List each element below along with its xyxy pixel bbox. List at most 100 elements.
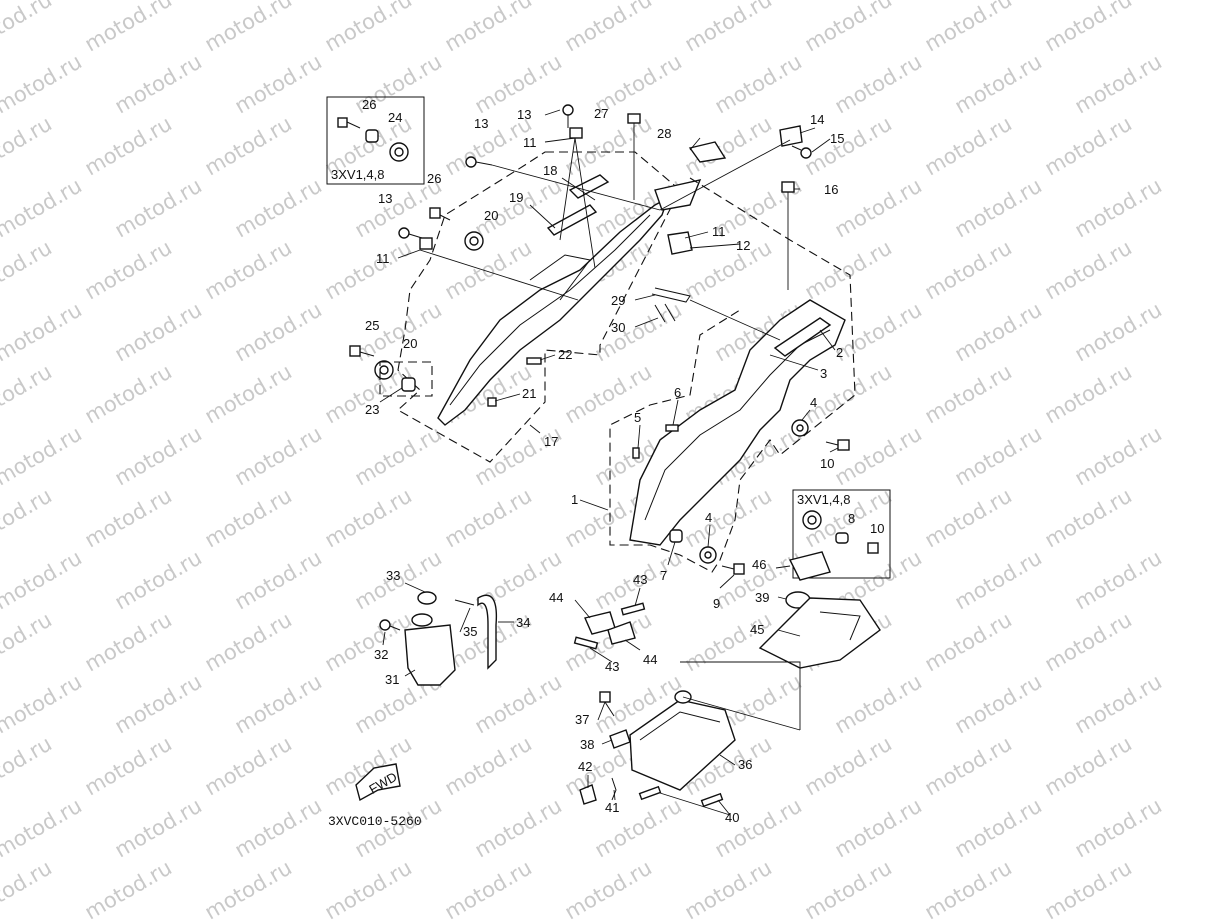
collar-23 — [401, 377, 416, 392]
callout-2: 2 — [836, 345, 843, 360]
screw-30 — [654, 303, 676, 323]
callout-43-bottom: 43 — [605, 659, 619, 674]
callout-11-left: 11 — [376, 251, 390, 266]
callout-27: 27 — [594, 106, 608, 121]
callout-15: 15 — [830, 131, 844, 146]
bolt-27 — [627, 113, 641, 200]
screw-32 — [379, 619, 401, 631]
callout-40: 40 — [725, 810, 739, 825]
reservoir-tank-31 — [404, 624, 456, 686]
cover-upper-detail — [529, 254, 591, 301]
strip-43-top — [620, 602, 646, 616]
callout-19: 19 — [509, 190, 523, 205]
hose-34 — [477, 594, 498, 670]
callouts: 1 2 3 4 4 5 6 7 9 10 11 11 11 12 13 13 1… — [365, 106, 844, 825]
strip-22 — [526, 357, 542, 365]
callout-43-top: 43 — [633, 572, 647, 587]
callout-42: 42 — [578, 759, 592, 774]
bolt-10 — [825, 439, 850, 451]
callout-39: 39 — [755, 590, 769, 605]
fwd-arrow-icon: FWD — [355, 763, 401, 802]
callout-36: 36 — [738, 757, 752, 772]
callout-41: 41 — [605, 800, 619, 815]
tray-36 — [629, 699, 736, 791]
leader-45-36 — [680, 661, 801, 730]
callout-37: 37 — [575, 712, 589, 727]
callout-10: 10 — [820, 456, 834, 471]
grommet-20-bottom — [374, 360, 394, 380]
tray-36-detail — [639, 711, 721, 741]
callout-18: 18 — [543, 163, 557, 178]
inset-right-callout-8: 8 — [848, 511, 855, 526]
strip-40-b — [700, 792, 724, 808]
callout-13-left: 13 — [378, 191, 392, 206]
bolt-37 — [599, 691, 615, 717]
callout-3: 3 — [820, 366, 827, 381]
callout-45: 45 — [750, 622, 764, 637]
inset-top-callout-24: 24 — [388, 110, 402, 125]
damper-21 — [487, 397, 497, 407]
grommet-5 — [632, 447, 640, 459]
inset-box-right: 3XV1,4,8 8 10 — [792, 489, 891, 579]
bolt-9 — [721, 563, 745, 575]
callout-14: 14 — [810, 112, 824, 127]
callout-44-left: 44 — [549, 590, 563, 605]
callout-6: 6 — [674, 385, 681, 400]
bracket-44-right — [607, 621, 636, 645]
cap-33 — [417, 591, 437, 605]
collar-group-outline — [379, 361, 433, 397]
screw-13-left — [398, 227, 423, 239]
callout-28: 28 — [657, 126, 671, 141]
collar-24 — [365, 129, 379, 143]
callout-44-right: 44 — [643, 652, 657, 667]
inset-top-callout-26: 26 — [362, 97, 376, 112]
grommet-inset-right — [802, 510, 822, 530]
callout-13-left-top: 13 — [474, 116, 488, 131]
bracket-29 — [651, 287, 691, 303]
strip-43-bottom — [573, 636, 599, 650]
collar-8 — [835, 532, 849, 544]
callout-25: 25 — [365, 318, 379, 333]
cover-right-rail — [773, 317, 832, 357]
callout-20-bottom: 20 — [403, 336, 417, 351]
callout-34: 34 — [516, 615, 530, 630]
callout-33: 33 — [386, 568, 400, 583]
callout-4-top: 4 — [810, 395, 817, 410]
callout-20-top: 20 — [484, 208, 498, 223]
bolt-16 — [781, 181, 795, 290]
grommet-20-top — [464, 231, 484, 251]
callout-9: 9 — [713, 596, 720, 611]
callout-11-top: 11 — [523, 135, 537, 150]
callout-5: 5 — [634, 410, 641, 425]
callout-23: 23 — [365, 402, 379, 417]
callout-38: 38 — [580, 737, 594, 752]
callout-11-right: 11 — [712, 224, 726, 239]
screw-15 — [791, 145, 812, 159]
callout-1: 1 — [571, 492, 578, 507]
callout-31: 31 — [385, 672, 399, 687]
leader-lines — [379, 109, 839, 816]
hose-18 — [568, 174, 610, 199]
callout-26: 26 — [427, 171, 441, 186]
inset-box-top: 3XV1,4,8 26 24 — [326, 96, 425, 185]
bracket-14 — [779, 125, 803, 147]
clip-38 — [609, 729, 631, 749]
cover-top-tab — [654, 179, 702, 211]
diagram-code: 3XVC010-5260 — [328, 814, 422, 829]
callout-46: 46 — [752, 557, 766, 572]
strip-6 — [665, 424, 679, 432]
assembly-outline-17 — [397, 151, 681, 463]
grommet-4-bottom — [699, 546, 717, 564]
hook-41 — [611, 777, 617, 801]
callout-17: 17 — [544, 434, 558, 449]
grommet-4-top — [791, 419, 809, 437]
grommet-inset-top — [389, 142, 409, 162]
assembly-outline-1 — [609, 177, 856, 573]
clip-11-right — [667, 231, 693, 255]
callout-35: 35 — [463, 624, 477, 639]
strip-40-a — [638, 785, 662, 801]
cover-crease-left — [449, 214, 651, 406]
screw-13-left-top — [465, 156, 493, 168]
callout-30: 30 — [611, 320, 625, 335]
